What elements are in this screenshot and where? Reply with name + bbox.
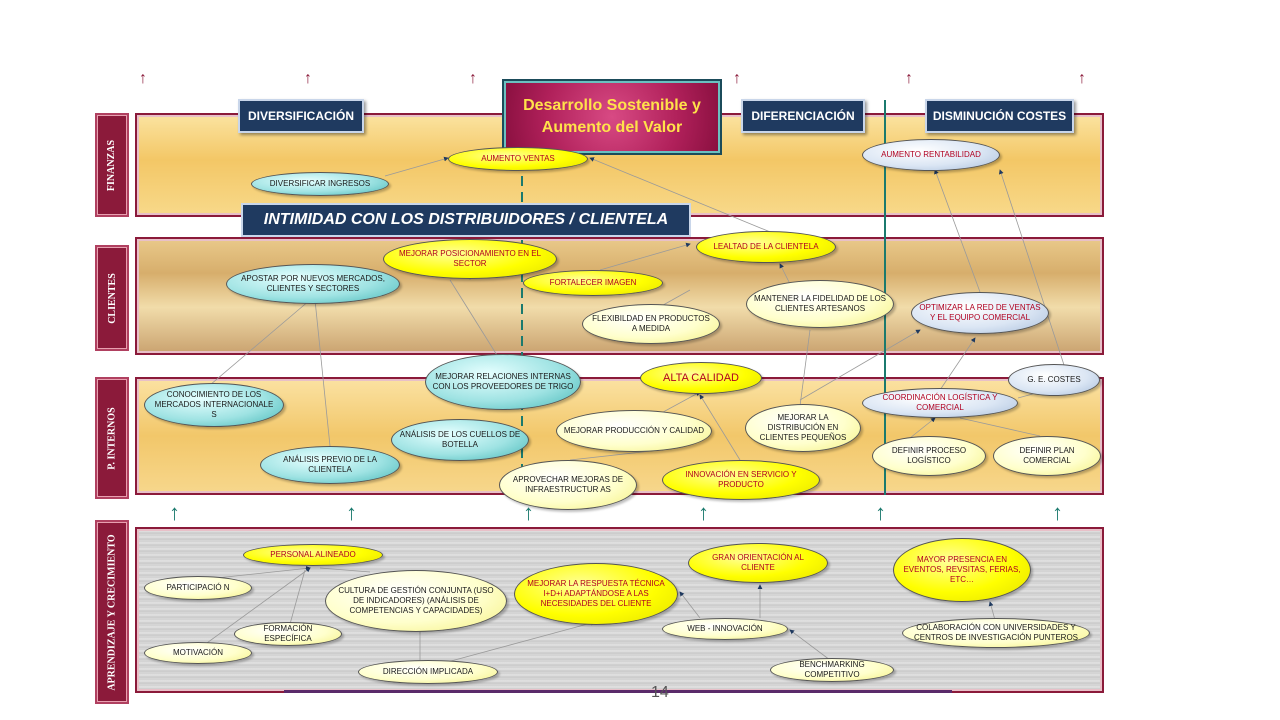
top-arrow-icon: ↑: [1078, 70, 1086, 87]
node-ge-costes: G. E. COSTES: [1008, 364, 1100, 396]
node-cultura: CULTURA DE GESTIÓN CONJUNTA (USO DE INDI…: [325, 570, 507, 632]
node-formacion: FORMACIÓN ESPECÍFICA: [234, 622, 342, 646]
top-arrow-icon: ↑: [905, 70, 913, 87]
node-personal-alineado: PERSONAL ALINEADO: [243, 544, 383, 566]
node-mejorar-respuesta: MEJORAR LA RESPUESTA TÉCNICA I+D+i ADAPT…: [514, 563, 678, 625]
node-fortalecer: FORTALECER IMAGEN: [523, 270, 663, 296]
perspective-clientes: CLIENTES: [95, 245, 129, 351]
header-disminucion: DISMINUCIÓN COSTES: [925, 99, 1074, 133]
up-arrow-icon: ↑: [346, 500, 357, 525]
node-apostar: APOSTAR POR NUEVOS MERCADOS, CLIENTES Y …: [226, 264, 400, 304]
top-arrow-icon: ↑: [469, 70, 477, 87]
node-web: WEB - INNOVACIÓN: [662, 618, 788, 640]
node-diversificar-ingresos: DIVERSIFICAR INGRESOS: [251, 172, 389, 196]
node-definir-plan: DEFINIR PLAN COMERCIAL: [993, 436, 1101, 476]
up-arrow-icon: ↑: [698, 500, 709, 525]
header-diversificacion-label: DIVERSIFICACIÓN: [247, 109, 354, 123]
strategy-title: Desarrollo Sostenible y Aumento del Valo…: [504, 81, 720, 153]
page-number: 14: [651, 684, 669, 701]
node-definir-proceso: DEFINIR PROCESO LOGÍSTICO: [872, 436, 986, 476]
node-lealtad: LEALTAD DE LA CLIENTELA: [696, 231, 836, 263]
node-motivacion: MOTIVACIÓN: [144, 642, 252, 664]
node-alta-calidad: ALTA CALIDAD: [640, 362, 762, 394]
perspective-aprendizaje: APRENDIZAJE Y CRECIMIENTO: [95, 520, 129, 704]
header-diversificacion: DIVERSIFICACIÓN: [238, 99, 364, 133]
up-arrow-icon: ↑: [523, 500, 534, 525]
node-mejorar-relaciones: MEJORAR RELACIONES INTERNAS CON LOS PROV…: [425, 354, 581, 410]
node-innovacion: INNOVACIÓN EN SERVICIO Y PRODUCTO: [662, 460, 820, 500]
up-arrow-icon: ↑: [1052, 500, 1063, 525]
node-participacion: PARTICIPACIÓ N: [144, 576, 252, 600]
perspective-finanzas: FINANZAS: [95, 113, 129, 217]
node-coordinacion: COORDINACIÓN LOGÍSTICA Y COMERCIAL: [862, 388, 1018, 418]
node-aumento-ventas: AUMENTO VENTAS: [448, 147, 588, 171]
header-disminucion-label: DISMINUCIÓN COSTES: [932, 109, 1067, 123]
footer-line: [284, 690, 952, 693]
up-arrow-icon: ↑: [169, 500, 180, 525]
node-conocimiento: CONOCIMIENTO DE LOS MERCADOS INTERNACION…: [144, 383, 284, 427]
top-arrow-icon: ↑: [139, 70, 147, 87]
top-arrow-icon: ↑: [304, 70, 312, 87]
node-flexibilidad: FLEXIBILDAD EN PRODUCTOS A MEDIDA: [582, 304, 720, 344]
node-optimizar: OPTIMIZAR LA RED DE VENTAS Y EL EQUIPO C…: [911, 292, 1049, 334]
node-direccion: DIRECCIÓN IMPLICADA: [358, 660, 498, 684]
up-arrow-icon: ↑: [875, 500, 886, 525]
node-benchmarking: BENCHMARKING COMPETITIVO: [770, 658, 894, 682]
header-diferenciacion-label: DIFERENCIACIÓN: [751, 109, 855, 123]
node-cuellos: ANÁLISIS DE LOS CUELLOS DE BOTELLA: [391, 419, 529, 461]
node-mejorar-posicionamiento: MEJORAR POSICIONAMIENTO EN EL SECTOR: [383, 239, 557, 279]
node-mayor-presencia: MAYOR PRESENCIA EN EVENTOS, REVSITAS, FE…: [893, 538, 1031, 602]
node-colaboracion: COLABORACIÓN CON UNIVERSIDADES Y CENTROS…: [902, 618, 1090, 648]
node-aprovechar: APROVECHAR MEJORAS DE INFRAESTRUCTUR AS: [499, 460, 637, 510]
node-analisis-previo: ANÁLISIS PREVIO DE LA CLIENTELA: [260, 446, 400, 484]
node-mejorar-produccion: MEJORAR PRODUCCIÓN Y CALIDAD: [556, 410, 712, 452]
top-arrow-icon: ↑: [733, 70, 741, 87]
value-proposition-banner: INTIMIDAD CON LOS DISTRIBUIDORES / CLIEN…: [241, 203, 691, 237]
node-mejorar-distribucion: MEJORAR LA DISTRIBUCIÓN EN CLIENTES PEQU…: [745, 404, 861, 452]
node-mantener: MANTENER LA FIDELIDAD DE LOS CLIENTES AR…: [746, 280, 894, 328]
node-gran-orientacion: GRAN ORIENTACIÓN AL CLIENTE: [688, 543, 828, 583]
header-diferenciacion: DIFERENCIACIÓN: [741, 99, 865, 133]
perspective-procesos: P. INTERNOS: [95, 377, 129, 499]
node-aumento-rentabilidad: AUMENTO RENTABILIDAD: [862, 139, 1000, 171]
